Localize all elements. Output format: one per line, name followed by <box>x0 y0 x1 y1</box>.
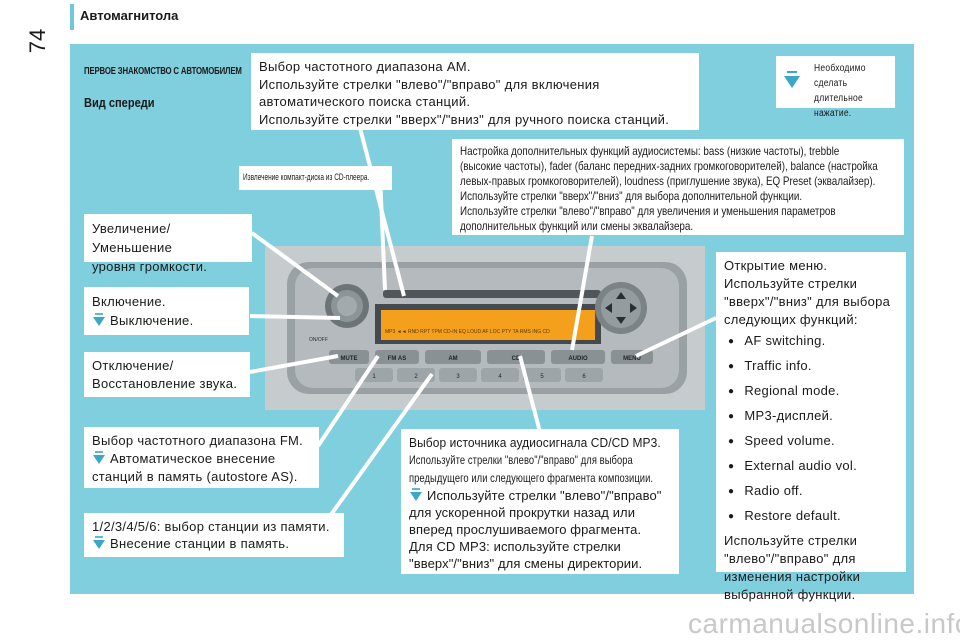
page-header-title: Автомагнитола <box>80 8 179 23</box>
am-line-1: Выбор частотного диапазона AM. <box>259 59 471 74</box>
callout-presets: 1/2/3/4/5/6: выбор станции из памяти. Вн… <box>84 513 344 557</box>
page-number: 74 <box>25 28 51 54</box>
list-item: Speed volume. <box>728 432 898 451</box>
audio-line-3: левых-правых громкоговорителей), loudnes… <box>460 174 876 188</box>
section-title: ПЕРВОЕ ЗНАКОМСТВО С АВТОМОБИЛЕМ <box>84 66 242 77</box>
radio-photo: MP3 ◄◄ RND RPT TPM CD-IN EQ LOUD AF LOC … <box>265 246 705 410</box>
callout-audio-settings: Настройка дополнительных функций аудиоси… <box>452 139 904 235</box>
radio-button-fm-as[interactable] <box>375 350 419 364</box>
presets-line-1: 1/2/3/4/5/6: выбор станции из памяти. <box>92 519 330 534</box>
am-line-4: Используйте стрелки "вверх"/"вниз" для р… <box>259 111 670 127</box>
preset-button-4[interactable] <box>481 368 519 382</box>
radio-button-label: FM AS <box>388 356 406 362</box>
callout-mute: Отключение/ Восстановление звука. <box>84 352 250 397</box>
watermark: carmanualsonline.info <box>688 608 960 639</box>
long-press-icon <box>784 71 800 88</box>
callout-power: Включение. Выключение. <box>84 287 249 335</box>
header-accent-bar <box>70 4 74 30</box>
radio-button-am[interactable] <box>425 350 481 364</box>
display-indicators: MP3 ◄◄ RND RPT TPM CD-IN EQ LOUD AF LOC … <box>385 329 550 335</box>
fm-line-3: станций в память (autostore AS). <box>92 469 298 484</box>
radio-button-audio[interactable] <box>551 350 605 364</box>
radio-button-label: MENU <box>623 356 641 362</box>
list-item: Traffic info. <box>728 357 898 376</box>
menu-outro-4: выбранной функции. <box>724 587 856 602</box>
callout-source: Выбор источника аудиосигнала CD/CD MP3. … <box>401 429 679 574</box>
list-item: AF switching. <box>728 332 898 351</box>
fm-line-1: Выбор частотного диапазона FM. <box>92 433 304 448</box>
source-line-7: Для CD MP3: используйте стрелки <box>409 539 621 554</box>
radio-button-label: AUDIO <box>568 356 588 362</box>
radio-button-label: AM <box>448 356 457 362</box>
radio-button-label: MUTE <box>341 356 358 362</box>
audio-line-5: Используйте стрелки "влево"/"вправо" для… <box>460 204 836 218</box>
list-item: MP3-дисплей. <box>728 407 898 426</box>
list-item: Regional mode. <box>728 382 898 401</box>
mute-line-2: Восстановление звука. <box>92 376 238 391</box>
section-subtitle: Вид спереди <box>84 95 155 110</box>
mute-line-1: Отключение/ <box>92 358 174 373</box>
menu-intro-4: следующих функций: <box>724 312 858 327</box>
audio-line-2: (высокие частоты), fader (баланс передни… <box>460 159 878 173</box>
long-press-icon <box>93 313 105 326</box>
source-line-5: для ускоренной прокрутки назад или <box>409 505 636 520</box>
audio-line-6: дополнительных функций или смены эквалай… <box>460 219 694 233</box>
preset-button-label: 6 <box>582 374 586 380</box>
power-label: ON/OFF <box>309 337 328 343</box>
source-line-2: Используйте стрелки "влево"/"вправо" для… <box>409 453 633 467</box>
note-long-press: Необходимо сделать длительное нажатие. <box>776 56 895 119</box>
preset-button-6[interactable] <box>565 368 603 382</box>
radio-button-label: CD <box>512 356 521 362</box>
presets-line-2: Внесение станции в память. <box>110 536 290 551</box>
list-item: External audio vol. <box>728 457 898 476</box>
menu-outro-2: "влево"/"вправо" для <box>724 551 856 566</box>
menu-outro-3: изменения настройки <box>724 569 861 584</box>
callout-menu: Открытие меню. Используйте стрелки "ввер… <box>716 252 906 602</box>
note-text: Необходимо сделать длительное нажатие. <box>814 63 866 119</box>
power-off-text: Выключение. <box>110 313 194 328</box>
volume-line-1: Увеличение/Уменьшение <box>92 221 173 255</box>
callout-fm: Выбор частотного диапазона FM. Автоматич… <box>84 427 319 488</box>
long-press-icon <box>410 488 422 501</box>
menu-intro-3: "вверх"/"вниз" для выбора <box>724 294 891 309</box>
source-line-8: "вверх"/"вниз" для смены директории. <box>409 556 643 571</box>
preset-button-label: 5 <box>540 374 544 380</box>
source-line-4: Используйте стрелки "влево"/"вправо" <box>427 488 662 503</box>
callout-eject: Извлечение компакт-диска из CD-плеера. <box>239 166 392 190</box>
eject-text: Извлечение компакт-диска из CD-плеера. <box>243 172 370 182</box>
am-line-3: автоматического поиска станций. <box>259 94 471 109</box>
long-press-icon <box>93 536 105 549</box>
preset-button-3[interactable] <box>439 368 477 382</box>
list-item: Radio off. <box>728 482 898 501</box>
volume-line-2: уровня громкости. <box>92 259 208 274</box>
am-line-2: Используйте стрелки "влево"/"вправо" для… <box>259 76 600 92</box>
list-item: Restore default. <box>728 507 898 526</box>
menu-outro-1: Используйте стрелки <box>724 533 858 548</box>
menu-intro-1: Открытие меню. <box>724 258 828 273</box>
menu-functions-list: AF switching. Traffic info. Regional mod… <box>724 332 898 526</box>
power-on-text: Включение. <box>92 294 166 309</box>
fm-line-2: Автоматическое внесение <box>110 451 276 466</box>
audio-line-4: Используйте стрелки "вверх"/"вниз" для в… <box>460 189 803 203</box>
source-line-1: Выбор источника аудиосигнала CD/CD MP3. <box>409 435 661 450</box>
source-line-6: вперед прослушиваемого фрагмента. <box>409 522 642 537</box>
source-line-3: предыдущего или следующего фрагмента ком… <box>409 471 654 485</box>
audio-line-1: Настройка дополнительных функций аудиоси… <box>460 144 840 158</box>
preset-button-label: 4 <box>498 374 502 380</box>
menu-intro-2: Используйте стрелки <box>724 276 858 291</box>
callout-volume: Увеличение/Уменьшение уровня громкости. <box>84 214 252 274</box>
long-press-icon <box>93 451 105 464</box>
callout-am-band: Выбор частотного диапазона AM. Используй… <box>251 53 699 130</box>
preset-button-label: 3 <box>456 374 460 380</box>
